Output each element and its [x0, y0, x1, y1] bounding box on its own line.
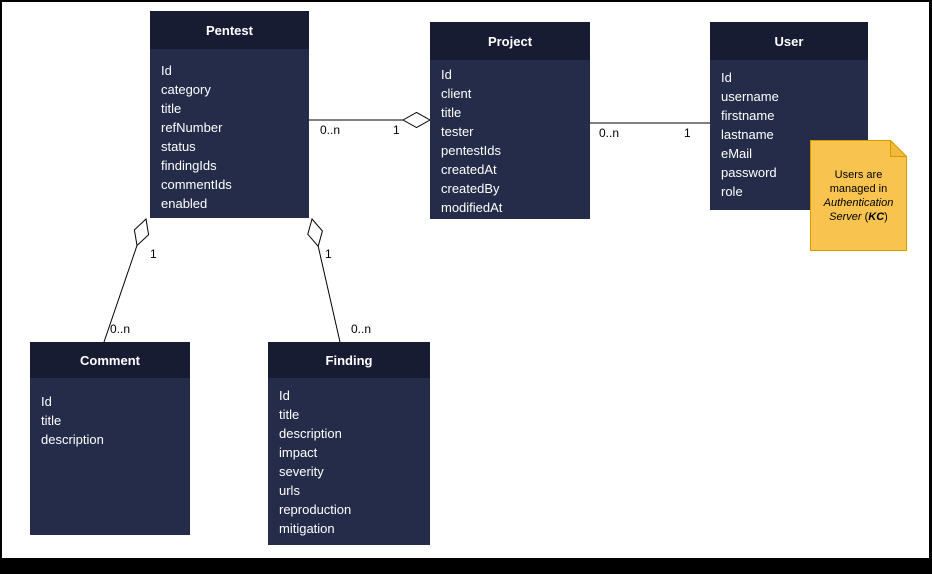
multiplicity-label: 1: [325, 247, 332, 261]
entity-field: Id: [161, 63, 172, 78]
entity-field: tester: [441, 124, 474, 139]
sticky-note: Users are managed in Authentication Serv…: [810, 140, 907, 251]
entity-field-list: Id username firstname lastname eMail password…: [710, 60, 868, 201]
entity-field: createdBy: [441, 181, 500, 196]
entity-field: modifiedAt: [441, 200, 503, 215]
entity-field: impact: [279, 445, 318, 460]
relation-pentest-comment: 1 0..n: [103, 217, 157, 343]
entity-field: description: [279, 426, 342, 441]
entity-field: severity: [279, 464, 324, 479]
aggregation-diamond: [401, 111, 432, 129]
multiplicity-label: 0..n: [320, 123, 340, 137]
note-text-part: Users are managed in: [829, 169, 888, 195]
entity-field: password: [721, 165, 777, 180]
multiplicity-label: 1: [393, 123, 400, 137]
entity-pentest: Pentest Id category title refNumber status fi…: [150, 11, 309, 218]
entity-field: Id: [721, 70, 732, 85]
entity-field: reproduction: [279, 502, 352, 517]
entity-field: client: [441, 86, 472, 101]
entity-field: mitigation: [279, 521, 335, 536]
entity-comment: Comment Id title description: [30, 342, 190, 535]
entity-title: Comment: [30, 342, 190, 378]
entity-field: lastname: [721, 127, 774, 142]
entity-field: urls: [279, 483, 300, 498]
aggregation-diamond: [133, 217, 150, 247]
note-text-part: (: [861, 211, 869, 223]
entity-field: title: [161, 101, 182, 116]
entity-field: pentestIds: [441, 143, 501, 158]
entity-field: eMail: [721, 146, 753, 161]
multiplicity-label: 0..n: [599, 126, 619, 140]
entity-field: enabled: [161, 196, 208, 211]
multiplicity-label: 0..n: [110, 322, 130, 336]
entity-field: description: [41, 432, 104, 447]
diagram-canvas: 0..n 1 0..n 1 1 0..n 1 0..n: [2, 2, 929, 558]
entity-field-list: Id category title refNumber status findingIds…: [150, 49, 309, 213]
note-text-part: Authentication Server: [823, 197, 894, 223]
entity-title: Project: [430, 22, 590, 60]
multiplicity-label: 0..n: [351, 322, 371, 336]
entity-field: firstname: [721, 108, 775, 123]
entity-field: title: [441, 105, 462, 120]
entity-finding: Finding Id title description impact severity…: [268, 342, 430, 545]
entity-field-list: Id title description: [30, 378, 190, 449]
entity-field: createdAt: [441, 162, 497, 177]
relation-project-user: 0..n 1: [590, 122, 710, 140]
relation-pentest-finding: 1 0..n: [307, 217, 371, 343]
entity-field: Id: [41, 394, 52, 409]
entity-field: Id: [441, 67, 452, 82]
note-text-part: KC: [868, 211, 885, 223]
note-text-part: ): [884, 211, 888, 223]
sticky-note-shape: [810, 140, 907, 251]
sticky-note-text: Users are managed in Authentication Serv…: [818, 168, 899, 224]
multiplicity-label: 1: [150, 247, 157, 261]
entity-field: refNumber: [161, 120, 223, 135]
relation-pentest-project: 0..n 1: [309, 111, 432, 137]
entity-field: title: [279, 407, 300, 422]
entity-field: commentIds: [161, 177, 232, 192]
entity-field-list: Id client title tester pentestIds createdAt cr…: [430, 60, 590, 217]
entity-field: title: [41, 413, 62, 428]
entity-field: status: [161, 139, 196, 154]
entity-title: User: [710, 22, 868, 60]
entity-project: Project Id client title tester pentestIds cre…: [430, 22, 590, 219]
entity-title: Pentest: [150, 11, 309, 49]
multiplicity-label: 1: [684, 126, 691, 140]
entity-field: username: [721, 89, 779, 104]
entity-field: Id: [279, 388, 290, 403]
entity-title: Finding: [268, 342, 430, 378]
aggregation-diamond: [307, 217, 323, 248]
entity-field-list: Id title description impact severity urls repr…: [268, 378, 430, 538]
entity-field: findingIds: [161, 158, 217, 173]
entity-field: role: [721, 184, 743, 199]
entity-field: category: [161, 82, 211, 97]
